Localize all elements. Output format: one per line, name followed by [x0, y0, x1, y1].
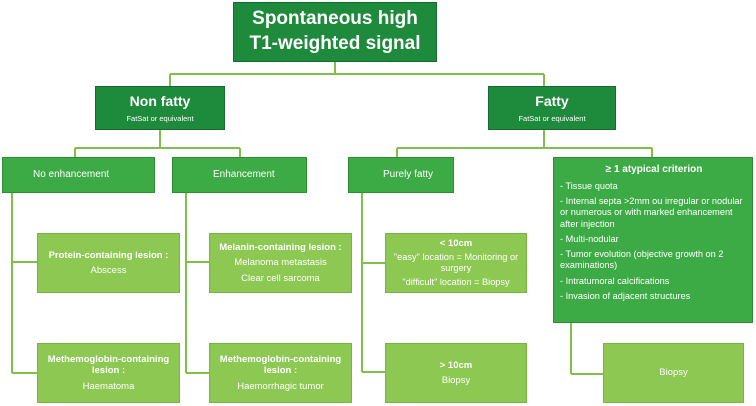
root-node: Spontaneous high T1-weighted signal	[233, 2, 437, 62]
enhancement-label: Enhancement	[213, 169, 275, 180]
atypical-criteria-node: ≥ 1 atypical criterion Tissue quota Inte…	[553, 157, 753, 323]
fatty-subtitle: FatSat or equivalent	[518, 113, 586, 123]
small-lesion-node: < 10cm "easy" location = Monitoring or s…	[385, 233, 527, 293]
protein-lesion-node: Protein-containing lesion : Abscess	[37, 233, 180, 293]
purely-fatty-node: Purely fatty	[348, 157, 454, 193]
small-lesion-easy: "easy" location = Monitoring or surgery	[393, 252, 519, 274]
small-lesion-difficult: "difficult" location = Biopsy	[402, 277, 510, 288]
criterion-item: Internal septa >2mm ou irregular or nodu…	[560, 196, 748, 230]
non-fatty-node: Non fatty FatSat or equivalent	[95, 86, 225, 130]
methemoglobin-tumor-detail: Haemorrhagic tumor	[237, 380, 324, 392]
large-lesion-detail: Biopsy	[441, 375, 471, 386]
methemoglobin-haematoma-title: Methemoglobin-containing lesion :	[47, 353, 170, 377]
non-fatty-subtitle: FatSat or equivalent	[126, 113, 194, 123]
atypical-biopsy-label: Biopsy	[659, 367, 688, 379]
methemoglobin-tumor-node: Methemoglobin-containing lesion : Haemor…	[209, 343, 352, 403]
protein-lesion-detail: Abscess	[90, 265, 127, 276]
criterion-item: Tumor evolution (objective growth on 2 e…	[560, 249, 748, 271]
atypical-biopsy-node: Biopsy	[603, 343, 744, 403]
no-enhancement-node: No enhancement	[2, 157, 155, 193]
melanin-lesion-node: Melanin-containing lesion : Melanoma met…	[209, 233, 352, 293]
purely-fatty-label: Purely fatty	[383, 169, 434, 180]
methemoglobin-haematoma-node: Methemoglobin-containing lesion : Haemat…	[37, 343, 180, 403]
criterion-item: Multi-nodular	[560, 234, 748, 245]
no-enhancement-label: No enhancement	[33, 169, 110, 180]
large-lesion-title: > 10cm	[439, 359, 473, 371]
non-fatty-title: Non fatty	[129, 93, 191, 110]
protein-lesion-title: Protein-containing lesion :	[48, 249, 169, 261]
large-lesion-node: > 10cm Biopsy	[385, 343, 527, 403]
methemoglobin-haematoma-detail: Haematoma	[82, 380, 135, 392]
small-lesion-title: < 10cm	[439, 237, 473, 249]
enhancement-node: Enhancement	[172, 157, 307, 193]
fatty-node: Fatty FatSat or equivalent	[488, 86, 616, 130]
criterion-item: Invasion of adjacent structures	[560, 291, 748, 302]
root-title: Spontaneous high T1-weighted signal	[249, 8, 421, 54]
melanin-lesion-detail-2: Clear cell sarcoma	[241, 272, 320, 284]
methemoglobin-tumor-title: Methemoglobin-containing lesion :	[219, 353, 342, 377]
atypical-title: ≥ 1 atypical criterion	[605, 164, 703, 175]
criterion-item: Intratumoral calcifications	[560, 276, 748, 287]
atypical-criteria-list: Tissue quota Internal septa >2mm ou irre…	[560, 181, 748, 306]
criterion-item: Tissue quota	[560, 181, 748, 192]
melanin-lesion-title: Melanin-containing lesion :	[219, 241, 342, 253]
fatty-title: Fatty	[535, 93, 569, 110]
melanin-lesion-detail-1: Melanoma metastasis	[234, 257, 327, 269]
